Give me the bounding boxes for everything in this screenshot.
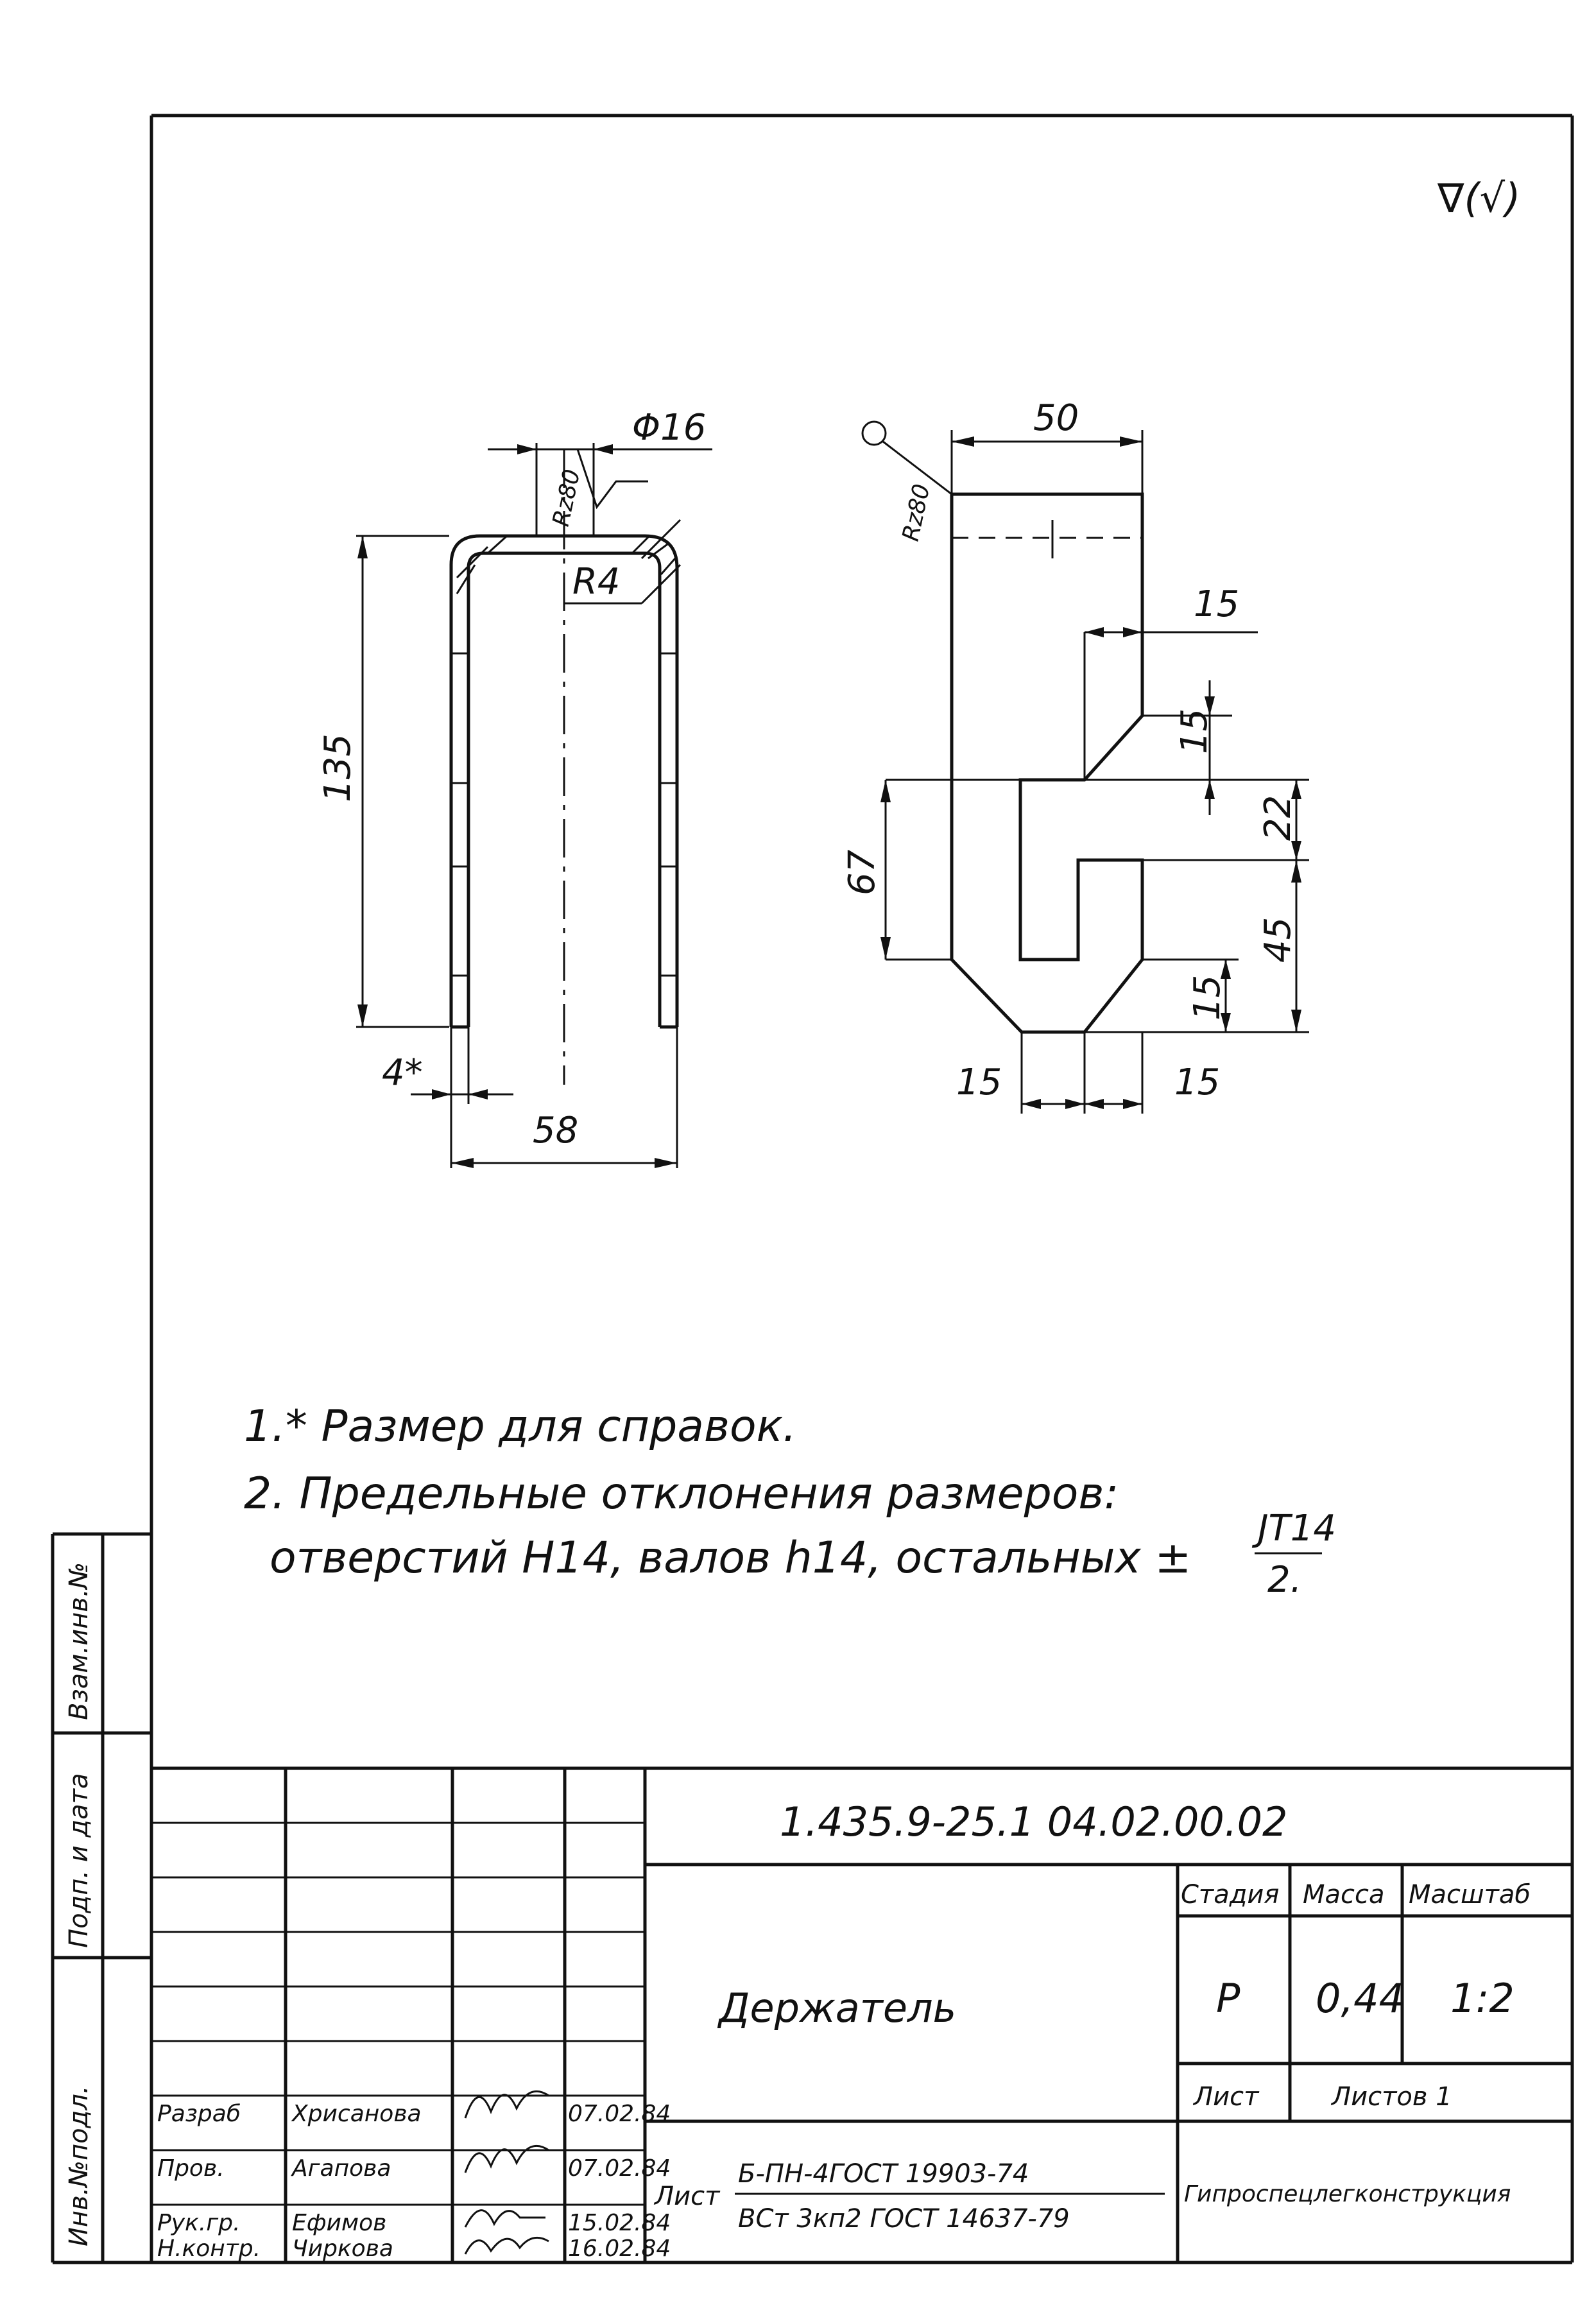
roughness-general-text: ∇(√) [1437, 175, 1520, 221]
dim-side-15e: 15 [1174, 1062, 1220, 1103]
side-strip: Взам.инв.№ Подп. и дата Инв.№подл. [51, 1532, 151, 2264]
dim-thickness: 4* [382, 1052, 423, 1094]
material-top: Б-ПН-4ГОСТ 19903-74 [738, 2159, 1029, 2189]
value-stage: Р [1216, 1975, 1240, 2022]
label-scale: Масштаб [1409, 1880, 1531, 1909]
dim-side-22: 22 [1257, 795, 1299, 841]
value-mass: 0,44 [1316, 1975, 1404, 2022]
title-block: 1.435.9-25.1 04.02.00.02 Стадия Масса Ма… [151, 1766, 1572, 2262]
drawing-frame [150, 114, 1574, 2264]
side-strip-inv-orig: Инв.№подл. [64, 2085, 94, 2246]
rz-label-side: Rz80 [898, 482, 936, 544]
dim-side-width: 50 [1033, 397, 1079, 439]
label-sheets: Листов 1 [1330, 2082, 1452, 2112]
organization: Гипроспецлегконструкция [1184, 2181, 1511, 2207]
front-dimensions: Φ16 Rz80 R4 135 58 4* [317, 407, 712, 1168]
dim-side-45: 45 [1257, 917, 1299, 963]
label-stage: Стадия [1181, 1880, 1279, 1909]
dim-side-15d: 15 [956, 1062, 1002, 1103]
front-profile-outer [449, 534, 679, 1027]
material-bottom: ВСт 3кп2 ГОСТ 14637-79 [738, 2204, 1070, 2234]
side-dimensions: 50 Rz80 15 15 22 67 45 15 [841, 397, 1309, 1114]
front-hatching [456, 535, 676, 594]
front-view [449, 449, 679, 1085]
value-scale: 1:2 [1450, 1975, 1514, 2022]
note-fraction-numerator: JT14 [1251, 1508, 1336, 1549]
note-line-2: 2. Предельные отклонения размеров: [244, 1469, 1119, 1519]
part-name: Держатель [717, 1985, 956, 2031]
label-mass: Масса [1303, 1880, 1385, 1909]
signature-role: Н.контр. [157, 2236, 261, 2262]
dim-radius: R4 [572, 561, 621, 603]
signature-date: 16.02.84 [568, 2236, 671, 2262]
signature-date: 07.02.84 [568, 2101, 671, 2127]
dim-side-15b: 15 [1174, 709, 1215, 754]
title-designation: 1.435.9-25.1 04.02.00.02 [780, 1798, 1287, 1845]
side-view [950, 492, 1144, 1034]
signature-name: Хрисанова [291, 2101, 422, 2127]
signature-row-1: Разраб Хрисанова 07.02.84 [157, 2090, 671, 2127]
note-line-3: отверстий H14, валов h14, остальных ± [270, 1533, 1191, 1583]
roughness-symbol-general: ∇(√) [1437, 175, 1520, 221]
front-profile-inner [467, 551, 662, 1027]
side-strip-sign-date: Подп. и дата [64, 1773, 94, 1948]
signature-date: 15.02.84 [568, 2210, 671, 2236]
signature-name: Чиркова [292, 2236, 393, 2262]
dim-width: 58 [533, 1110, 578, 1151]
signature-row-4: Н.контр. Чиркова 16.02.84 [157, 2236, 671, 2262]
drawing-notes: 1.* Размер для справок. 2. Предельные от… [244, 1401, 1336, 1601]
signature-date: 07.02.84 [568, 2155, 671, 2182]
signature-name: Агапова [291, 2155, 391, 2182]
label-sheet: Лист [1192, 2082, 1260, 2112]
side-profile-outline [950, 492, 1144, 1034]
note-line-1: 1.* Размер для справок. [244, 1401, 796, 1452]
dim-diameter: Φ16 [632, 407, 706, 449]
signature-row-2: Пров. Агапова 07.02.84 [157, 2144, 671, 2182]
signature-row-3: Рук.гр. Ефимов 15.02.84 [157, 2209, 671, 2236]
rz-label-front: Rz80 [548, 467, 586, 529]
material-prefix: Лист [653, 2182, 721, 2211]
dim-side-15a: 15 [1194, 583, 1239, 625]
signature-role: Пров. [157, 2155, 225, 2182]
signature-name: Ефимов [292, 2210, 386, 2236]
dim-side-67: 67 [841, 849, 883, 895]
signature-role: Рук.гр. [157, 2210, 240, 2236]
side-strip-inv-dup: Взам.инв.№ [64, 1562, 94, 1720]
signature-role: Разраб [157, 2101, 241, 2127]
dim-height: 135 [317, 734, 359, 802]
dim-side-15c: 15 [1187, 975, 1228, 1021]
note-fraction-denominator: 2. [1267, 1559, 1301, 1601]
